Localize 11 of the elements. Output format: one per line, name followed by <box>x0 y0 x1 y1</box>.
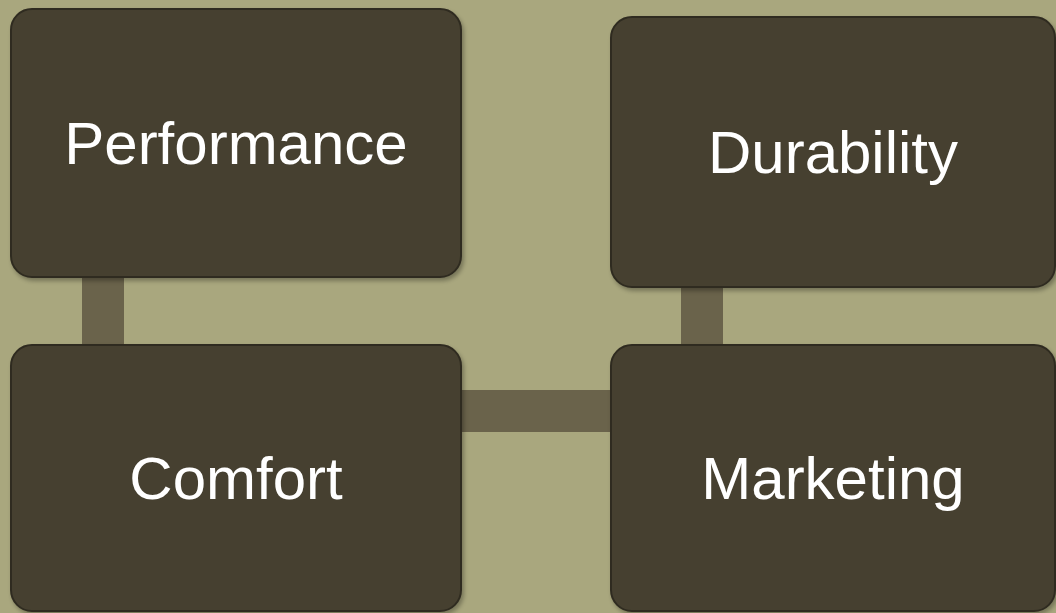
box-label: Marketing <box>701 443 965 514</box>
topic-box <box>10 8 462 278</box>
topic-box <box>610 16 1056 288</box>
topic-box <box>10 344 462 612</box>
box-label: Durability <box>707 117 959 188</box>
box-label: Comfort <box>129 443 343 514</box>
connector-bar <box>82 278 124 344</box>
topic-box <box>610 344 1056 612</box>
connector-bar <box>462 390 610 432</box>
box-label: Performance <box>64 108 408 179</box>
connector-bar <box>681 288 723 344</box>
